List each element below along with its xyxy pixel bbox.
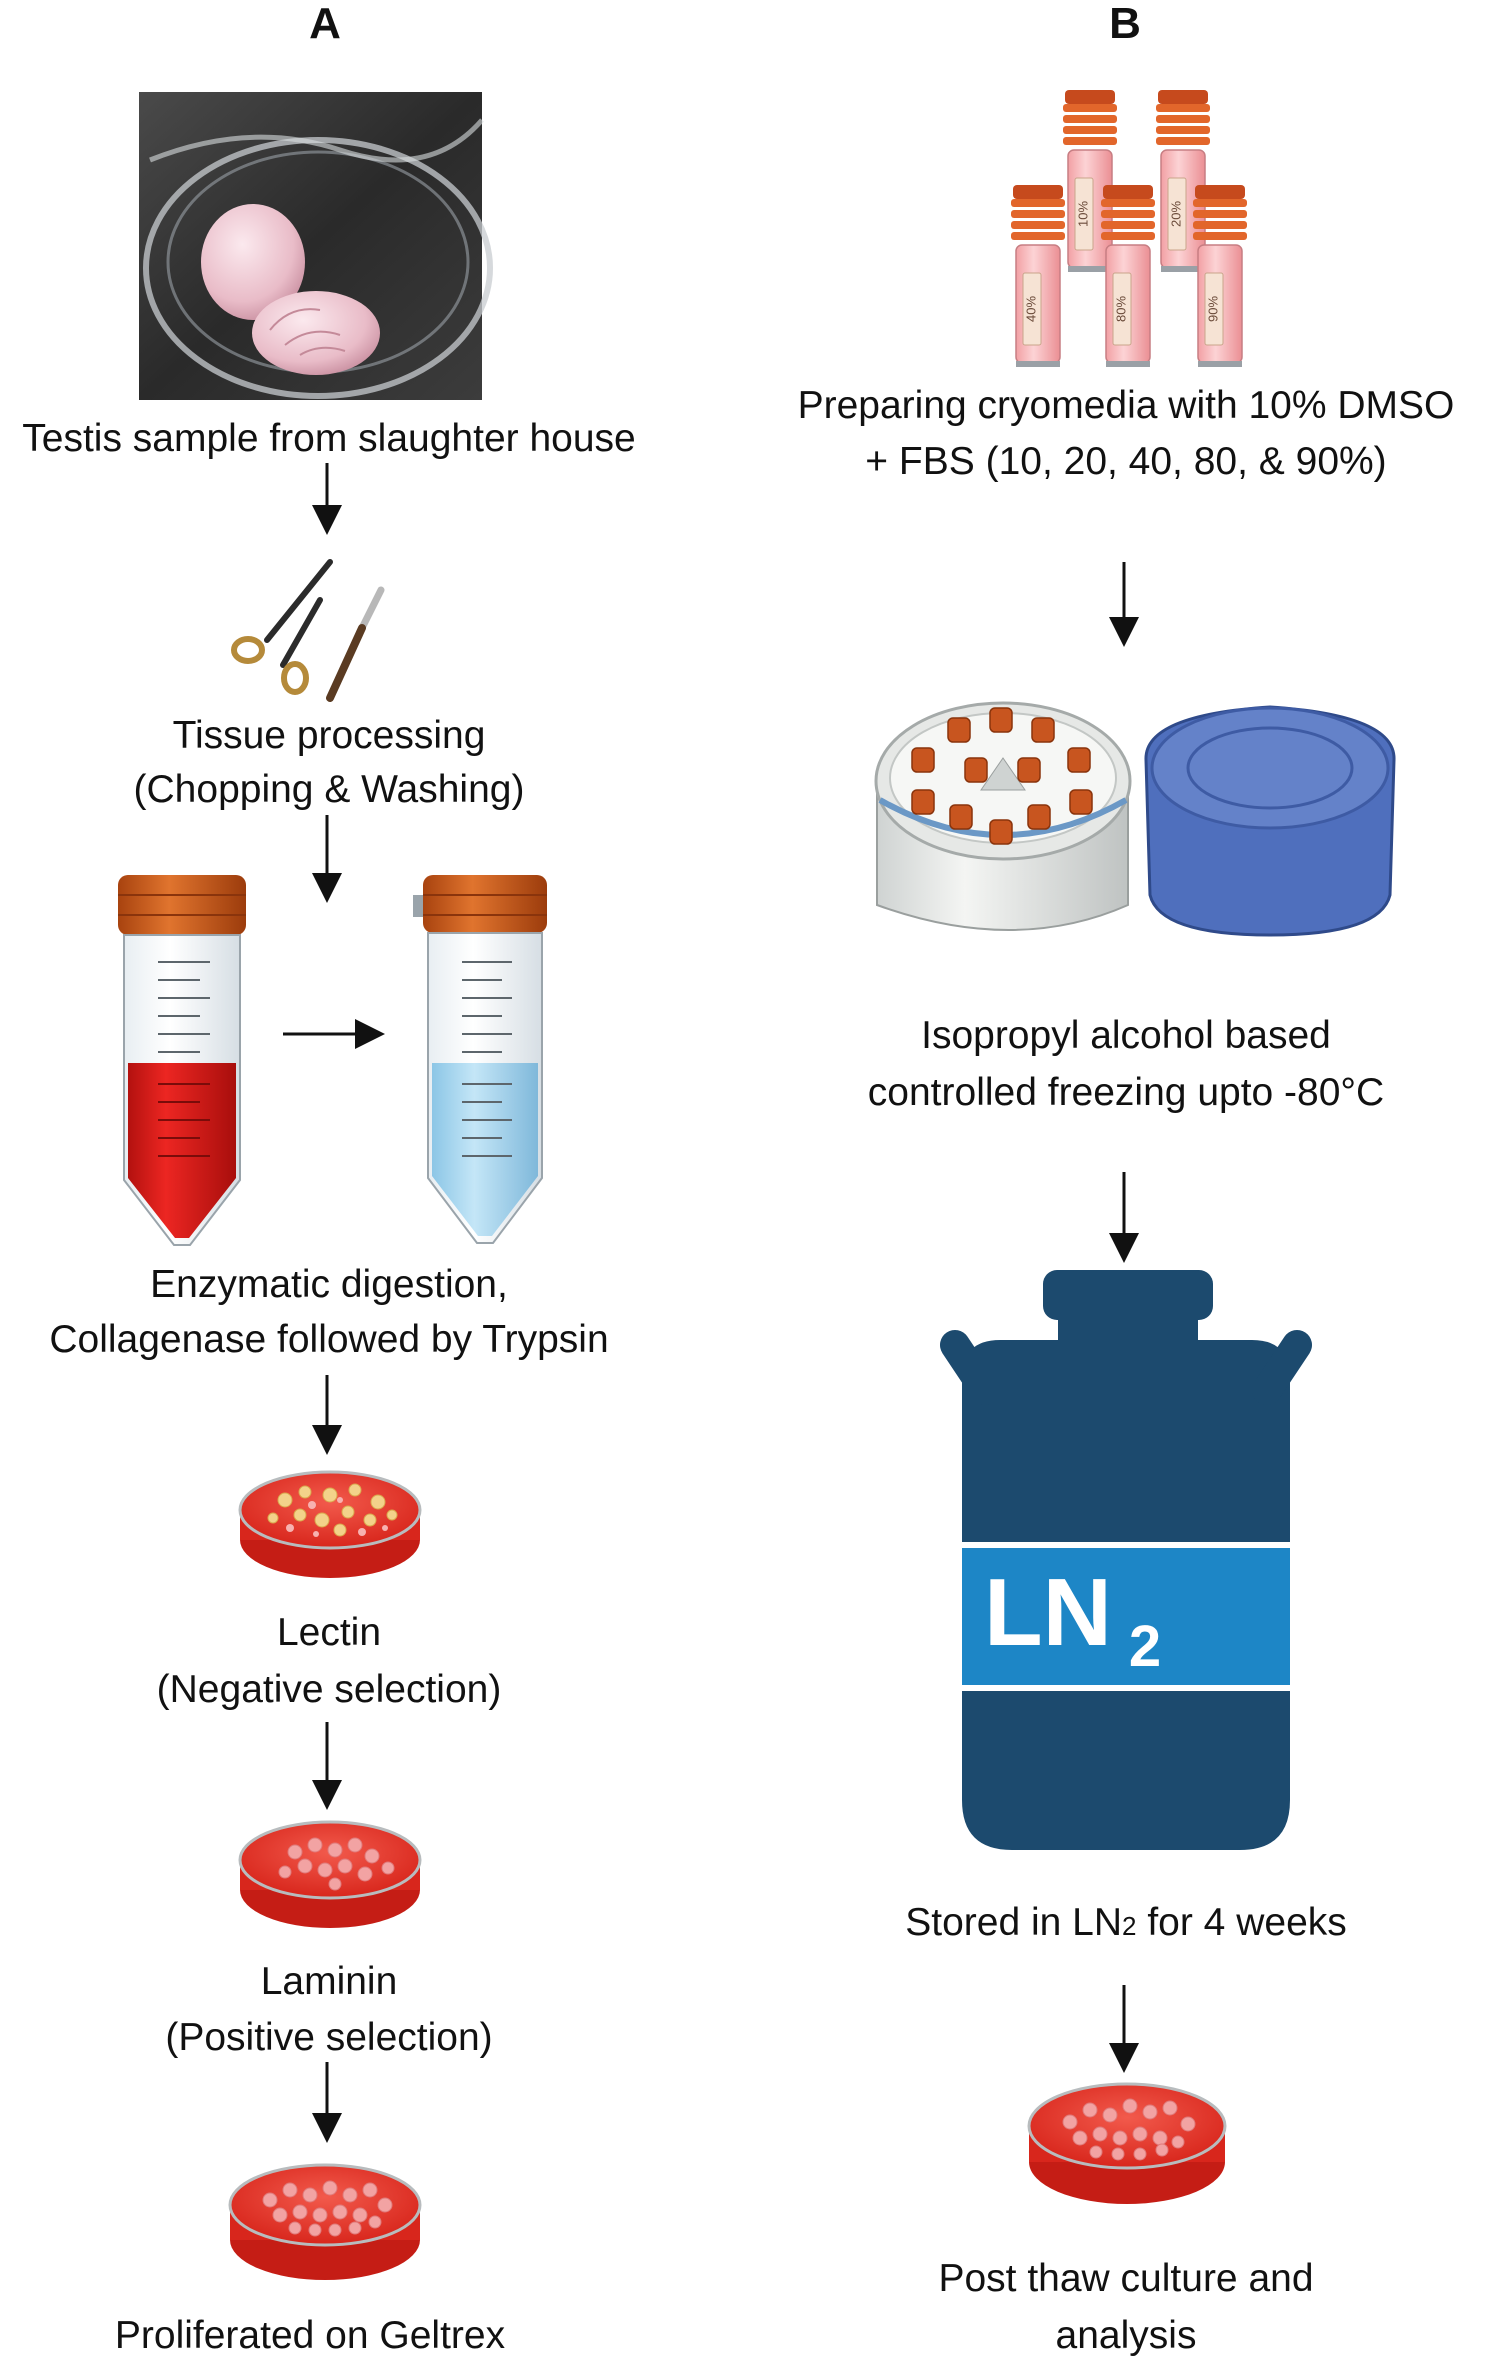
cryovial-label: 10% (1075, 201, 1090, 227)
ln2-label-sub: 2 (1129, 1614, 1161, 1679)
cryovial-label: 80% (1113, 296, 1128, 322)
step-cryo-line2: + FBS (10, 20, 40, 80, & 90%) (865, 440, 1386, 483)
scissors-scalpel-icon (231, 559, 385, 702)
cryovial-label: 40% (1023, 296, 1038, 322)
cryovial: 80% (1101, 185, 1155, 367)
testis-photo (139, 92, 493, 400)
step-laminin-line2: (Positive selection) (165, 2016, 492, 2059)
petri-dish-geltrex (228, 2163, 422, 2280)
ln2-label-main: LN (984, 1559, 1112, 1666)
ln2-dewar-icon: LN 2 (940, 1270, 1312, 1850)
step-lectin-line2: (Negative selection) (157, 1668, 502, 1711)
petri-dish-laminin (238, 1820, 422, 1928)
cryovials-group: 10% 20% 40% 80% 90% (1011, 90, 1247, 367)
step-processing-line2: (Chopping & Washing) (134, 768, 525, 811)
cryovial-label: 90% (1205, 296, 1220, 322)
falcon-tube-blue (413, 875, 547, 1244)
panel-label-b: B (1109, 0, 1141, 48)
step-stored-label: Stored in LN2 for 4 weeks (905, 1901, 1347, 1944)
stored-subscript: 2 (1122, 1911, 1136, 1941)
step-geltrex-label: Proliferated on Geltrex (115, 2314, 506, 2357)
step-digestion-line2: Collagenase followed by Trypsin (49, 1318, 608, 1361)
stored-suffix: for 4 weeks (1137, 1901, 1347, 1944)
cryovial-label: 20% (1168, 201, 1183, 227)
step-sample-label: Testis sample from slaughter house (22, 417, 635, 460)
freezing-container-icon (874, 701, 1396, 937)
panel-label-a: A (309, 0, 341, 48)
step-laminin-line1: Laminin (261, 1960, 398, 2003)
step-freeze-line2: controlled freezing upto -80°C (868, 1071, 1384, 1114)
step-lectin-line1: Lectin (277, 1611, 381, 1654)
falcon-tube-red (118, 875, 246, 1246)
step-thaw-line2: analysis (1056, 2314, 1197, 2357)
stored-prefix: Stored in LN (905, 1901, 1122, 1944)
step-digestion-line1: Enzymatic digestion, (150, 1263, 508, 1306)
petri-dish-post-thaw (1027, 2082, 1227, 2204)
petri-dish-lectin (238, 1470, 422, 1578)
cryovial: 90% (1193, 185, 1247, 367)
cryovial: 40% (1011, 185, 1065, 367)
step-processing-line1: Tissue processing (173, 714, 486, 757)
step-cryo-line1: Preparing cryomedia with 10% DMSO (798, 384, 1455, 427)
step-freeze-line1: Isopropyl alcohol based (921, 1014, 1331, 1057)
step-thaw-line1: Post thaw culture and (938, 2257, 1313, 2300)
cryovial: 10% (1063, 90, 1117, 272)
